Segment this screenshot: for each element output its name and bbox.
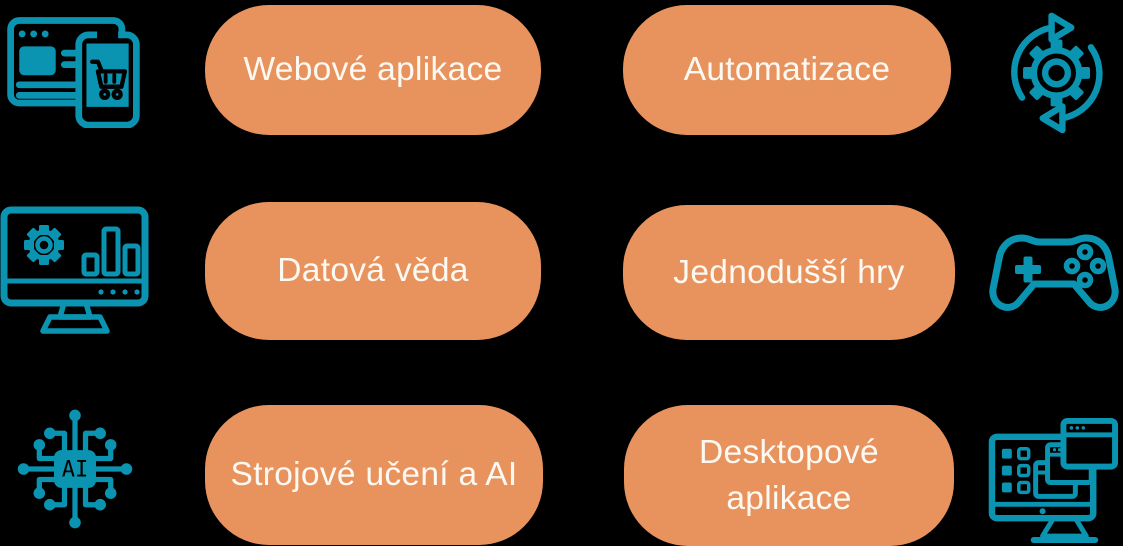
desktop-apps-icon (988, 411, 1122, 545)
pill-machine-learning-ai-label: Strojové učení a AI (230, 456, 518, 494)
ai-chip-icon: AI (12, 406, 138, 532)
browser-dots (18, 30, 49, 38)
automation-icon (1000, 4, 1114, 134)
desktop-app-grid-filled (1001, 448, 1012, 493)
monitor-shape (0, 206, 149, 307)
desktop-apps-icon-svg (988, 417, 1119, 544)
circuit-nodes (17, 409, 133, 529)
circuit-traces (26, 418, 124, 520)
monitor-stand-shape (40, 302, 110, 334)
bar-chart-shape (81, 226, 141, 277)
pill-data-science-label: Datová věda (277, 252, 469, 290)
pill-automation-label: Automatizace (683, 51, 891, 89)
controller-buttons (1063, 243, 1107, 289)
pill-simple-games[interactable]: Jednodušší hry (623, 205, 955, 340)
pill-machine-learning-ai[interactable]: Strojové učení a AI (205, 405, 543, 545)
pill-web-apps-label: Webové aplikace (243, 51, 503, 89)
monitor-power-dot (1039, 508, 1046, 515)
pill-automation[interactable]: Automatizace (623, 5, 951, 135)
pill-web-apps[interactable]: Webové aplikace (205, 5, 541, 135)
browser-hero-block (19, 46, 56, 76)
shopping-cart-shape (90, 59, 127, 101)
game-controller-icon-svg (989, 234, 1119, 311)
phone-notch (97, 30, 119, 39)
desktop-app-grid-outline (1017, 446, 1031, 495)
pill-desktop-apps-label: Desktopové aplikace (699, 434, 879, 517)
desktop-stand-shape (1030, 515, 1099, 544)
web-app-icon-svg (7, 17, 140, 128)
mini-gear-shape (24, 225, 64, 265)
automation-icon-svg (1011, 12, 1103, 134)
pill-simple-games-label: Jednodušší hry (673, 253, 905, 291)
phone-home-button (97, 112, 118, 119)
gear-shape (1023, 39, 1090, 107)
pill-desktop-apps[interactable]: Desktopové aplikace (624, 405, 954, 546)
ai-chip-label: AI (62, 458, 89, 483)
game-controller-icon (988, 226, 1120, 318)
data-science-icon-svg (0, 206, 149, 334)
monitor-bar-dots (98, 289, 140, 295)
data-science-icon (0, 205, 150, 340)
web-app-icon (5, 8, 141, 128)
pill-data-science[interactable]: Datová věda (205, 202, 541, 340)
chip-body-shape (54, 450, 96, 488)
cycle-arrows-shape (1011, 12, 1103, 134)
dpad-shape (1015, 256, 1041, 283)
controller-body-shape (989, 234, 1119, 311)
app-windows (1033, 417, 1119, 499)
ai-chip-icon-svg: AI (17, 409, 133, 529)
